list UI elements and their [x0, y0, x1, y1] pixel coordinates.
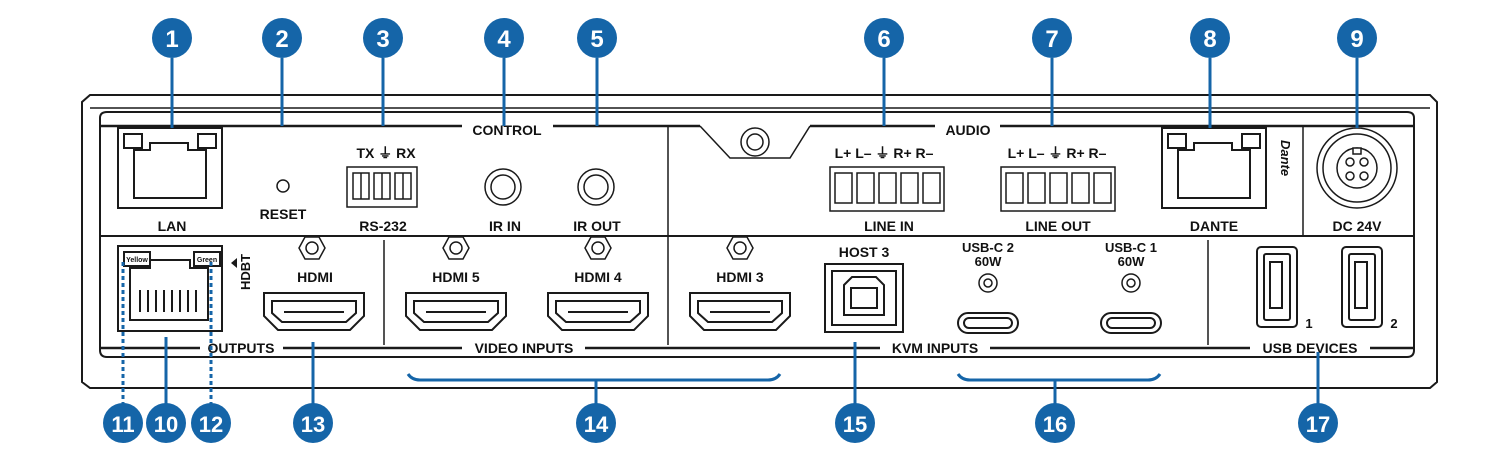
hdmi3-led-icon: [726, 236, 754, 260]
callout-9-number: 9: [1350, 26, 1363, 53]
line-out-terminal-block: [1000, 166, 1116, 212]
ir-out-label: IR OUT: [573, 218, 621, 234]
callout-8: [1190, 18, 1230, 58]
hdmi-out-led-icon: [298, 236, 326, 260]
line-in-terminal-block: [829, 166, 945, 212]
usbc1-led-icon: [1121, 273, 1141, 293]
callout-17: [1298, 403, 1338, 443]
dante-label: DANTE: [1190, 218, 1238, 234]
callout-15: [835, 403, 875, 443]
callout-7-number: 7: [1045, 26, 1058, 53]
section-label-control: CONTROL: [472, 122, 542, 138]
dc-power-jack: [1316, 127, 1398, 209]
hdmi4-label: HDMI 4: [574, 269, 622, 285]
callout-11: [103, 403, 143, 443]
host3-label: HOST 3: [839, 244, 890, 260]
hdmi3-port: [689, 292, 791, 331]
usb-a-port-1: [1256, 246, 1298, 328]
usb-a-2-label: 2: [1390, 316, 1397, 331]
callout-12-number: 12: [199, 412, 223, 437]
callout-2-number: 2: [275, 26, 288, 53]
hdbt-green-led-label: Green: [197, 257, 217, 264]
dante-logo: Dante: [1278, 140, 1293, 176]
lan-port: [117, 127, 223, 209]
hdmi5-label: HDMI 5: [432, 269, 480, 285]
line-in-pin-labels: L+ L– ⏚ R+ R–: [835, 145, 934, 161]
dc-label: DC 24V: [1332, 218, 1382, 234]
callout-4: [484, 18, 524, 58]
dante-port: [1161, 127, 1267, 209]
hdmi5-port: [405, 292, 507, 331]
usb-a-1-label: 1: [1305, 316, 1312, 331]
section-label-video-inputs: VIDEO INPUTS: [475, 340, 574, 356]
callout-2: [262, 18, 302, 58]
usb-a-port-2: [1341, 246, 1383, 328]
ir-in-jack: [484, 168, 522, 206]
host3-usb-b-port: [824, 263, 904, 333]
hdmi5-led-icon: [442, 236, 470, 260]
hdmi3-label: HDMI 3: [716, 269, 764, 285]
callout-3-number: 3: [376, 26, 389, 53]
hdbt-label: HDBT: [238, 254, 253, 290]
section-label-usb-devices: USB DEVICES: [1263, 340, 1358, 356]
rs232-terminal-block: [346, 166, 418, 208]
section-label-audio: AUDIO: [945, 122, 990, 138]
hdmi-out-port: [263, 292, 365, 331]
callout-6: [864, 18, 904, 58]
reset-label: RESET: [260, 206, 307, 222]
callout-16-number: 16: [1043, 412, 1067, 437]
rs232-pin-labels: TX ⏚ RX: [356, 145, 416, 161]
callout-5: [577, 18, 617, 58]
callout-8-number: 8: [1203, 26, 1216, 53]
hdbt-yellow-led-label: Yellow: [126, 257, 148, 264]
usbc2-led-icon: [978, 273, 998, 293]
line-in-label: LINE IN: [864, 218, 914, 234]
usbc1-power-label: 60W: [1118, 254, 1145, 269]
usbc2-power-label: 60W: [975, 254, 1002, 269]
callout-12: [191, 403, 231, 443]
callout-16: [1035, 403, 1075, 443]
ground-screw: [699, 125, 811, 159]
callout-10-number: 10: [154, 412, 178, 437]
hdmi4-port: [547, 292, 649, 331]
section-label-outputs: OUTPUTS: [208, 340, 275, 356]
callout-7: [1032, 18, 1072, 58]
callout-11-number: 11: [111, 412, 134, 437]
callout-17-number: 17: [1306, 412, 1330, 437]
leader-lines: [121, 58, 1359, 405]
hdmi4-led-icon: [584, 236, 612, 260]
callout-5-number: 5: [590, 26, 603, 53]
line-out-pin-labels: L+ L– ⏚ R+ R–: [1008, 145, 1107, 161]
hdbt-port: [117, 245, 223, 332]
reset-pinhole: [276, 179, 290, 193]
callout-numbers: 1 2 3 4 5 6 7 8 9 10 11 12 13 14 15 16 1…: [111, 26, 1363, 437]
hdbt-arrow-icon: [231, 258, 237, 268]
hdmi-out-label: HDMI: [297, 269, 333, 285]
callout-6-number: 6: [877, 26, 890, 53]
callout-3: [363, 18, 403, 58]
usbc1-label: USB-C 1: [1105, 240, 1157, 255]
lan-label: LAN: [158, 218, 187, 234]
callout-9: [1337, 18, 1377, 58]
section-label-kvm-inputs: KVM INPUTS: [892, 340, 978, 356]
callout-14-number: 14: [584, 412, 609, 437]
callout-13: [293, 403, 333, 443]
callout-13-number: 13: [301, 412, 325, 437]
rs232-label: RS-232: [359, 218, 407, 234]
callouts: [103, 18, 1377, 443]
callout-1: [152, 18, 192, 58]
callout-1-number: 1: [165, 26, 178, 53]
ir-in-label: IR IN: [489, 218, 521, 234]
callout-15-number: 15: [843, 412, 867, 437]
ir-out-jack: [577, 168, 615, 206]
usbc2-port: [957, 312, 1019, 334]
callout-4-number: 4: [497, 26, 511, 53]
callout-14: [576, 403, 616, 443]
callout-10: [146, 403, 186, 443]
usbc2-label: USB-C 2: [962, 240, 1014, 255]
usbc1-port: [1100, 312, 1162, 334]
line-out-label: LINE OUT: [1025, 218, 1091, 234]
